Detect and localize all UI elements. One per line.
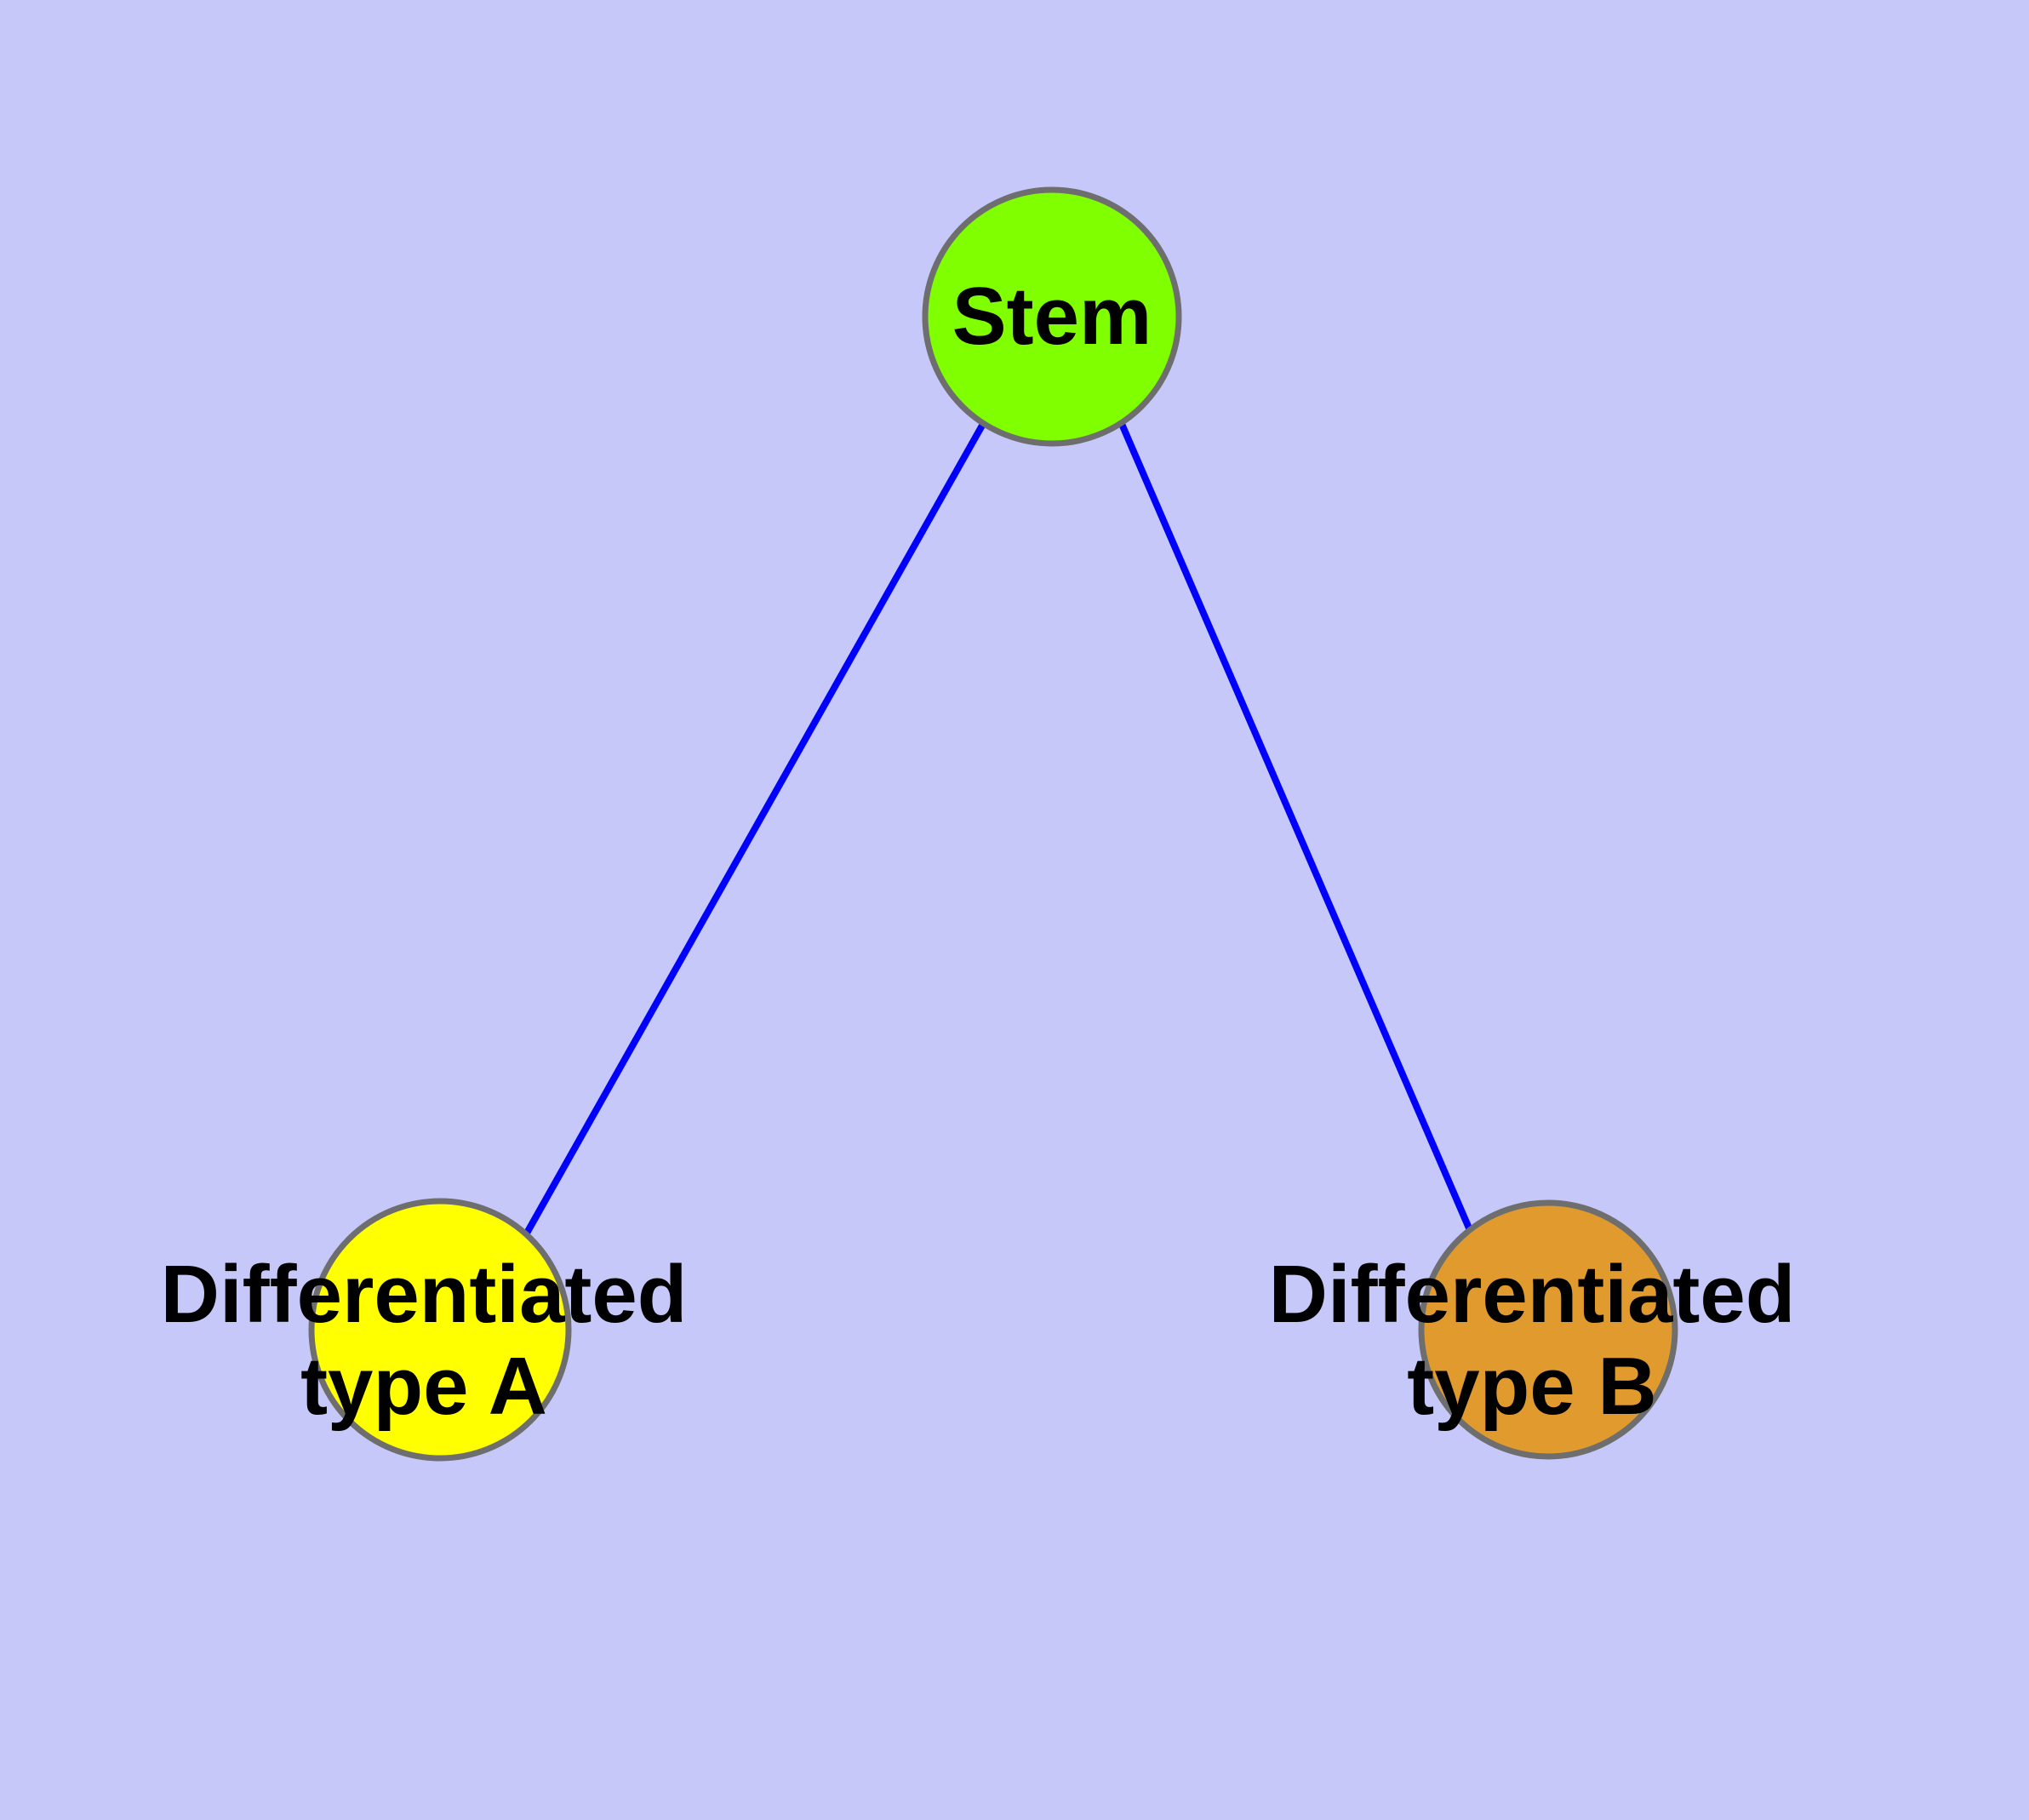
node-differentiated-type-a[interactable] [308, 1198, 572, 1462]
node-stem[interactable] [922, 186, 1182, 447]
node-layer [308, 186, 1678, 1462]
node-differentiated-type-b[interactable] [1418, 1199, 1678, 1460]
edge-stem-to-diff-a [522, 422, 986, 1238]
edge-stem-to-diff-b [1118, 422, 1473, 1232]
edge-layer [522, 422, 1473, 1238]
